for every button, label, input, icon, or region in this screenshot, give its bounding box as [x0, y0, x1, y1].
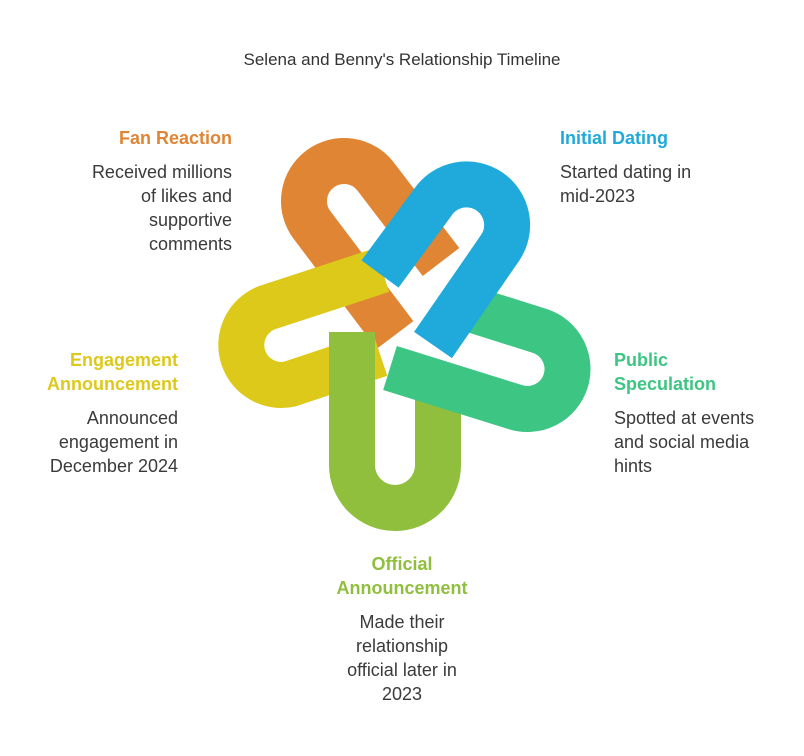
official-announcement-loop — [329, 332, 461, 531]
fan-reaction-line: of likes and — [140, 186, 232, 206]
engagement-title-line: Announcement — [46, 374, 178, 394]
public-speculation-title-line: Speculation — [614, 374, 717, 394]
engagement-description: Announced engagement in December 2024 — [20, 406, 178, 478]
engagement-loop — [218, 248, 390, 408]
fan-reaction-line: Received millions — [91, 162, 232, 182]
engagement-block: Engagement Announcement Announced engage… — [20, 348, 178, 478]
fan-reaction-line: comments — [148, 234, 232, 254]
initial-dating-description: Started dating in mid-2023 — [560, 160, 770, 208]
engagement-title: Engagement Announcement — [20, 348, 178, 396]
fan-reaction-line: supportive — [148, 210, 232, 230]
public-speculation-line: Spotted at events — [614, 408, 755, 428]
engagement-title-line: Engagement — [69, 350, 178, 370]
official-announcement-line: Made their — [359, 612, 445, 632]
public-speculation-block: Public Speculation Spotted at events and… — [614, 348, 794, 478]
public-speculation-line: and social media — [614, 432, 750, 452]
public-speculation-loop — [383, 280, 591, 432]
fan-reaction-title: Fan Reaction — [118, 128, 232, 148]
public-speculation-title: Public Speculation — [614, 348, 794, 396]
engagement-line: Announced — [86, 408, 178, 428]
public-speculation-title-line: Public — [614, 350, 669, 370]
official-announcement-line: 2023 — [381, 684, 423, 704]
initial-dating-block: Initial Dating Started dating in mid-202… — [560, 126, 770, 208]
fan-reaction-loop — [281, 138, 460, 349]
initial-dating-title: Initial Dating — [560, 128, 668, 148]
fan-reaction-block: Fan Reaction Received millions of likes … — [30, 126, 232, 256]
official-announcement-title-line: Announcement — [336, 578, 468, 598]
official-announcement-title-line: Official — [371, 554, 433, 574]
engagement-line: engagement in — [58, 432, 178, 452]
initial-dating-line: mid-2023 — [560, 186, 636, 206]
fan-reaction-description: Received millions of likes and supportiv… — [30, 160, 232, 256]
diagram-title: Selena and Benny's Relationship Timeline — [243, 50, 561, 69]
official-announcement-title: Official Announcement — [292, 552, 512, 600]
initial-dating-line: Started dating in — [560, 162, 692, 182]
official-announcement-line: official later in — [347, 660, 457, 680]
initial-dating-loop — [361, 161, 531, 359]
official-announcement-description: Made their relationship official later i… — [292, 610, 512, 706]
public-speculation-description: Spotted at events and social media hints — [614, 406, 794, 478]
public-speculation-line: hints — [614, 456, 653, 476]
official-announcement-line: relationship — [355, 636, 449, 656]
official-announcement-block: Official Announcement Made their relatio… — [292, 552, 512, 706]
engagement-line: December 2024 — [49, 456, 178, 476]
